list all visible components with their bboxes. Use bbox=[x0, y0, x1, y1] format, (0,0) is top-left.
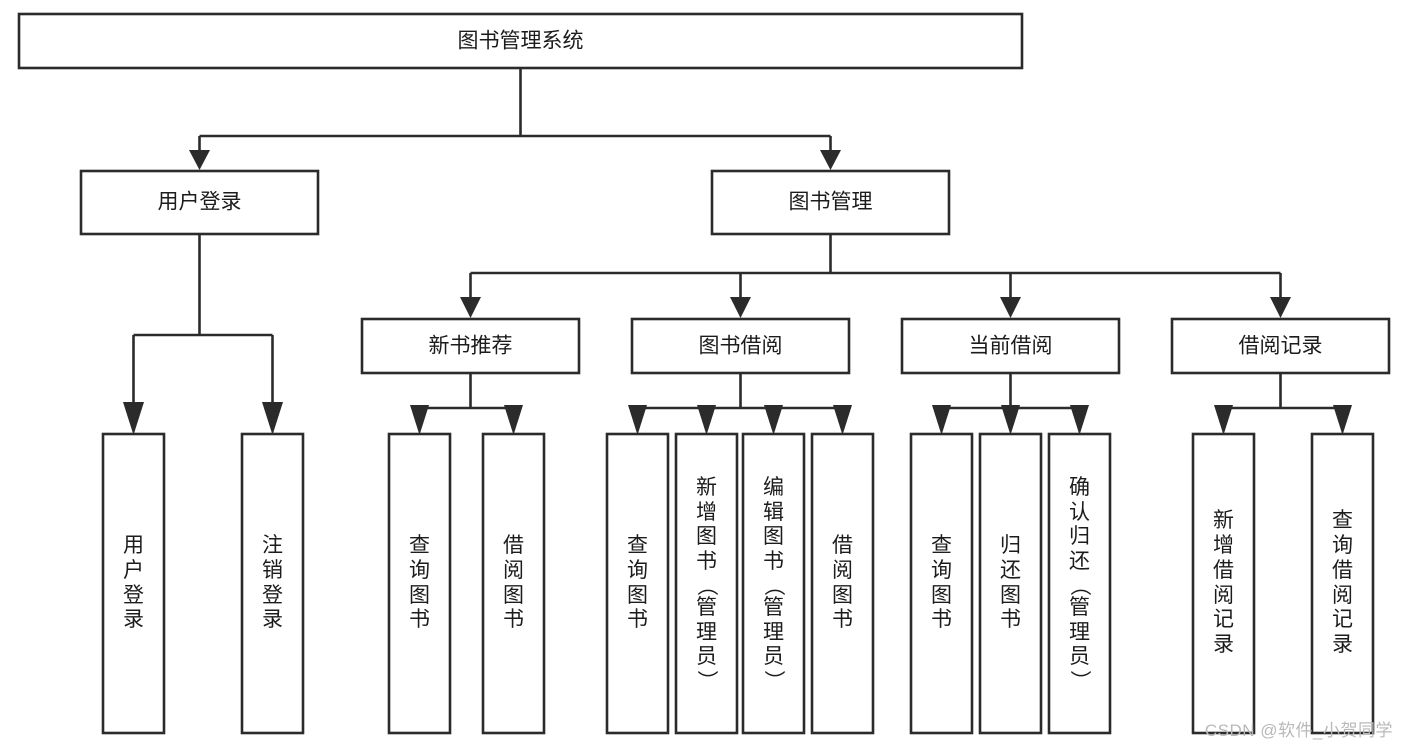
node-box-current-borrow[interactable] bbox=[900, 317, 1121, 375]
node-box-leaf-borrow-book-2[interactable] bbox=[810, 432, 875, 735]
node-box-user-login[interactable] bbox=[79, 169, 320, 236]
arrow-icon bbox=[628, 405, 647, 435]
node-box-new-book-recommend[interactable] bbox=[360, 317, 581, 375]
arrow-icon bbox=[262, 402, 283, 435]
node-label-borrow-record: 借阅记录 bbox=[1239, 335, 1323, 358]
arrow-icon bbox=[730, 297, 751, 318]
arrow-icon bbox=[1070, 405, 1089, 435]
node-box-leaf-query-record[interactable] bbox=[1310, 432, 1375, 735]
arrow-icon bbox=[460, 297, 481, 318]
node-layer: 图书管理系统 用户登录 图书管理 新书推荐 图书借阅 当前借阅 借阅记录 bbox=[17, 12, 1391, 735]
arrow-icon bbox=[764, 405, 783, 435]
node-label-user-login: 用户登录 bbox=[158, 191, 242, 214]
node-box-leaf-logout-login[interactable] bbox=[240, 432, 305, 735]
node-box-leaf-query-book-2[interactable] bbox=[605, 432, 670, 735]
arrow-icon bbox=[123, 402, 144, 435]
node-box-book-manage[interactable] bbox=[710, 169, 951, 236]
arrow-icon bbox=[1001, 405, 1020, 435]
node-box-leaf-edit-book[interactable] bbox=[741, 432, 806, 735]
node-box-leaf-query-book-3[interactable] bbox=[909, 432, 974, 735]
node-box-leaf-user-login[interactable] bbox=[101, 432, 166, 735]
arrow-icon bbox=[833, 405, 852, 435]
arrow-icon bbox=[820, 150, 841, 170]
node-box-borrow-record[interactable] bbox=[1170, 317, 1391, 375]
node-box-leaf-confirm-return[interactable] bbox=[1047, 432, 1112, 735]
arrow-icon bbox=[932, 405, 951, 435]
arrow-icon bbox=[1333, 405, 1352, 435]
arrow-icon bbox=[697, 405, 716, 435]
arrowhead-layer bbox=[123, 150, 1352, 435]
node-label-book-manage: 图书管理 bbox=[789, 191, 873, 214]
node-box-leaf-return-book[interactable] bbox=[978, 432, 1043, 735]
watermark-text: CSDN @软件_小贺同学 bbox=[1204, 721, 1393, 740]
node-box-book-borrow[interactable] bbox=[630, 317, 851, 375]
node-box-leaf-add-record[interactable] bbox=[1191, 432, 1256, 735]
node-label-root: 图书管理系统 bbox=[458, 30, 584, 53]
node-box-leaf-query-book-1[interactable] bbox=[387, 432, 452, 735]
node-label-current-borrow: 当前借阅 bbox=[969, 335, 1053, 358]
arrow-icon bbox=[1000, 297, 1021, 318]
arrow-icon bbox=[410, 405, 429, 435]
node-label-book-borrow: 图书借阅 bbox=[699, 335, 783, 358]
arrow-icon bbox=[504, 405, 523, 435]
node-box-root[interactable] bbox=[17, 12, 1024, 70]
node-label-new-book-recommend: 新书推荐 bbox=[429, 335, 513, 358]
node-box-leaf-borrow-book-1[interactable] bbox=[481, 432, 546, 735]
arrow-icon bbox=[1270, 297, 1291, 318]
arrow-icon bbox=[189, 150, 210, 170]
arrow-icon bbox=[1214, 405, 1233, 435]
node-box-leaf-add-book[interactable] bbox=[674, 432, 739, 735]
